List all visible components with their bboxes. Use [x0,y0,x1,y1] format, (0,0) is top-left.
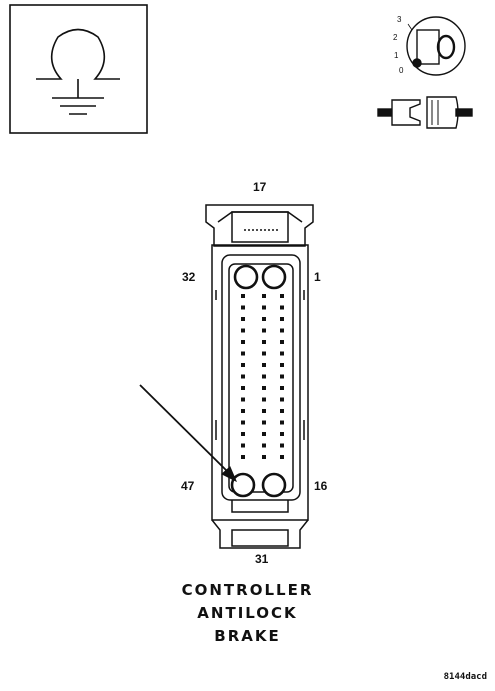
key-position-1: 1 [394,51,399,60]
terminal-pin [262,328,266,333]
corner-cavities [230,264,287,498]
terminal-pin [280,363,284,367]
terminal-pin [262,351,266,356]
caption-line-3: BRAKE [214,627,281,645]
terminal-pin [262,397,266,402]
terminal-pin [280,351,284,356]
terminal-pin [280,443,284,448]
terminal-pin [241,432,245,436]
terminal-pin [262,386,266,390]
terminal-pin [262,409,266,413]
terminal-pin [280,455,284,459]
key-position-2: 2 [393,33,398,42]
terminal-pin [241,374,245,379]
key-position-3: 3 [397,15,402,24]
terminal-pins [241,294,284,459]
terminal-pin [262,420,266,425]
terminal-pin [241,420,245,425]
terminal-pin [262,374,266,379]
terminal-pin [262,305,266,310]
terminal-pin [241,328,245,333]
terminal-pin [241,363,245,367]
ignition-key-icon [406,16,466,76]
terminal-pin [280,397,284,402]
terminal-pin [280,328,284,333]
terminal-pin [241,351,245,356]
terminal-pin [241,305,245,310]
terminal-pin [262,340,266,344]
terminal-pin [280,374,284,379]
terminal-pin [241,340,245,344]
terminal-pin [241,409,245,413]
terminal-pin [241,317,245,321]
terminal-pin [280,317,284,321]
caption-line-1: CONTROLLER [181,581,314,599]
terminal-pin [262,432,266,436]
pin-label-lower-right: 16 [314,479,328,493]
terminal-pin [280,340,284,344]
terminal-pin [262,317,266,321]
terminal-pin [241,443,245,448]
terminal-pin [262,294,266,298]
pin-label-bottom: 31 [255,552,269,566]
pointer-arrow [139,384,237,483]
reference-code: 8144dacd [443,672,487,682]
terminal-pin [262,443,266,448]
terminal-pin [262,455,266,459]
terminal-pin [280,420,284,425]
pin-label-upper-left: 32 [182,270,196,284]
terminal-pin [241,386,245,390]
pin-label-top: 17 [253,180,267,194]
pin-label-lower-left: 47 [181,479,195,493]
terminal-pin [280,432,284,436]
terminal-pin [241,294,245,298]
caption-line-2: ANTILOCK [197,604,298,622]
abs-controller-connector [205,204,314,549]
key-position-0: 0 [399,66,404,75]
ohmmeter-icon [9,4,148,134]
terminal-pin [280,294,284,298]
terminal-pin [262,363,266,367]
terminal-pin [280,386,284,390]
terminal-pin [241,397,245,402]
terminal-pin [280,409,284,413]
disconnected-connector-icon [377,96,473,129]
pin-label-upper-right: 1 [314,270,321,284]
terminal-pin [241,455,245,459]
terminal-pin [280,305,284,310]
